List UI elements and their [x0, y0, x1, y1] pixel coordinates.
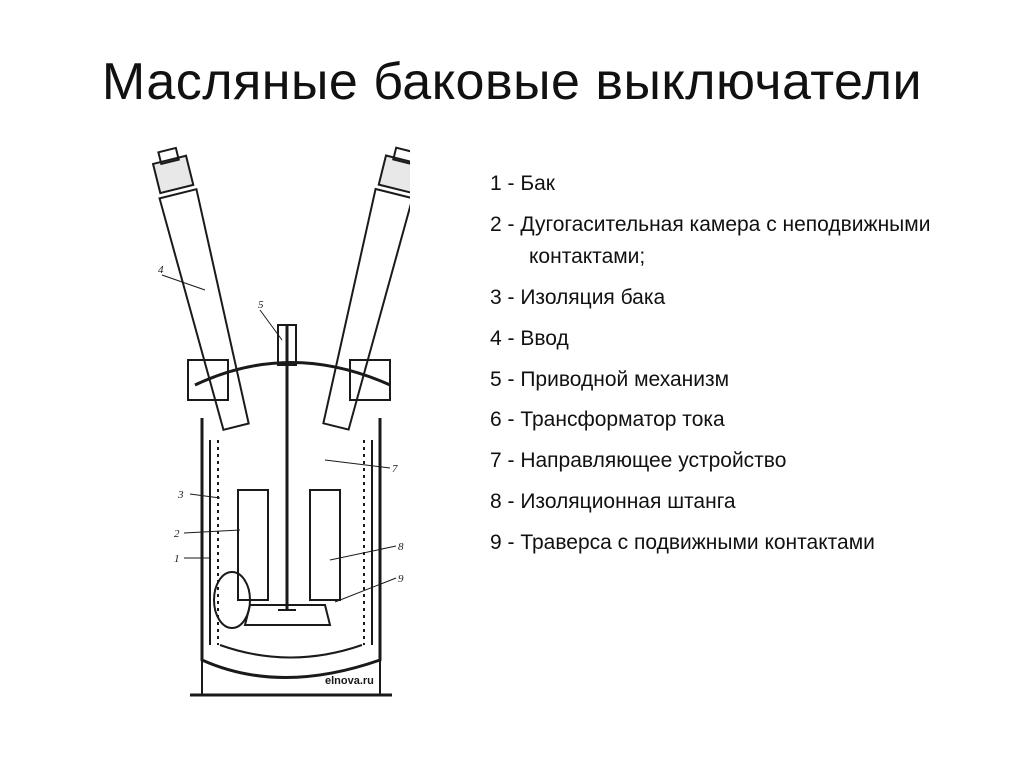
legend-item-6: 6 - Трансформатор тока	[490, 408, 725, 432]
watermark: elnova.ru	[325, 675, 374, 687]
legend-item-2: 2 - Дугогасительная камера с неподвижным…	[490, 212, 931, 268]
slide-title: Масляные баковые выключатели	[101, 53, 923, 111]
legend-item-9: 9 - Траверса с подвижными контактами	[490, 531, 875, 555]
callout-9: 9	[398, 573, 404, 585]
legend-item-7: 7 - Направляющее устройство	[490, 449, 787, 473]
callout-5: 5	[258, 299, 264, 311]
callout-2: 2	[174, 528, 180, 540]
oil-breaker-drawing: 4 5 3 2 1 7 8 9	[150, 140, 410, 700]
legend-item-8: 8 - Изоляционная штанга	[490, 490, 736, 514]
oil-breaker-svg: 4 5 3 2 1 7 8 9	[151, 146, 410, 697]
callout-8: 8	[398, 541, 404, 553]
legend-item-1: 1 - Бак	[490, 172, 555, 195]
callout-3: 3	[177, 489, 184, 501]
legend-item-5: 5 - Приводной механизм	[490, 367, 730, 391]
legend-item-4: 4 - Ввод	[490, 326, 569, 350]
callout-4: 4	[158, 264, 164, 276]
callout-1: 1	[174, 553, 180, 565]
component-legend: 1 - Бак 2 - Дугогасительная камера с неп…	[490, 168, 990, 568]
legend-item-3: 3 - Изоляция бака	[490, 285, 666, 309]
callout-7: 7	[392, 463, 398, 475]
